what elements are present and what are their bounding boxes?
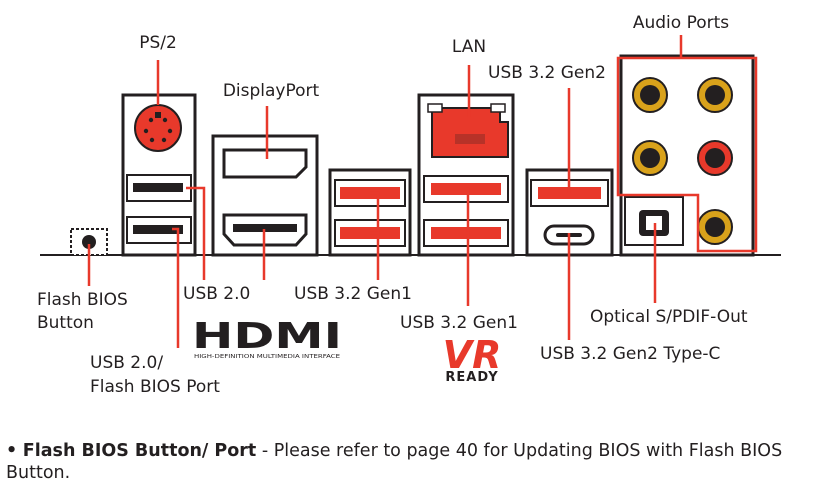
label-displayport: DisplayPort — [223, 81, 320, 101]
note-text: - Please refer to page 40 for Updating B… — [6, 441, 783, 483]
usb-gen1-left-block — [328, 168, 412, 257]
vr-ready-logo: VR READY — [443, 333, 502, 385]
hdmi-logo-text: HDMI — [192, 316, 342, 357]
displayport-icon — [222, 148, 308, 179]
label-usb-gen1-left: USB 3.2 Gen1 — [294, 284, 412, 304]
vr-logo-text: VR — [443, 333, 502, 377]
label-usb-gen1-center: USB 3.2 Gen1 — [400, 313, 518, 333]
lan-usb-block — [417, 93, 515, 257]
label-audio-ports: Audio Ports — [633, 13, 729, 33]
label-usb-gen2: USB 3.2 Gen2 — [488, 63, 606, 83]
label-flash-bios-button-line1: Flash BIOS — [37, 290, 128, 310]
label-optical: Optical S/PDIF-Out — [590, 307, 748, 327]
label-usb20-flash-line1: USB 2.0/ — [90, 353, 163, 373]
ps2-usb-block — [121, 93, 197, 257]
hdmi-logo-tagline: HIGH-DEFINITION MULTIMEDIA INTERFACE — [194, 354, 340, 360]
label-ps2: PS/2 — [139, 33, 177, 53]
rear-io-diagram: PS/2 DisplayPort LAN USB 3.2 Gen2 Audio … — [37, 13, 781, 397]
vr-ready-text: READY — [445, 370, 498, 385]
flash-bios-button — [70, 228, 108, 256]
label-usb-typec: USB 3.2 Gen2 Type-C — [540, 344, 720, 364]
audio-bracket — [616, 56, 758, 253]
label-flash-bios-button-line2: Button — [37, 313, 94, 333]
label-usb20: USB 2.0 — [183, 284, 250, 304]
callout-lines — [87, 35, 683, 348]
label-lan: LAN — [452, 37, 486, 57]
note-bullet: • — [6, 441, 18, 461]
ps2-port-icon — [134, 104, 182, 152]
hdmi-logo: HDMI HIGH-DEFINITION MULTIMEDIA INTERFAC… — [192, 316, 342, 360]
label-usb20-flash-line2: Flash BIOS Port — [90, 377, 220, 397]
audio-block — [619, 54, 755, 257]
note-title: Flash BIOS Button/ Port — [22, 441, 257, 461]
flash-bios-note: • Flash BIOS Button/ Port - Please refer… — [6, 440, 826, 484]
audio-jack-icons — [632, 77, 733, 245]
